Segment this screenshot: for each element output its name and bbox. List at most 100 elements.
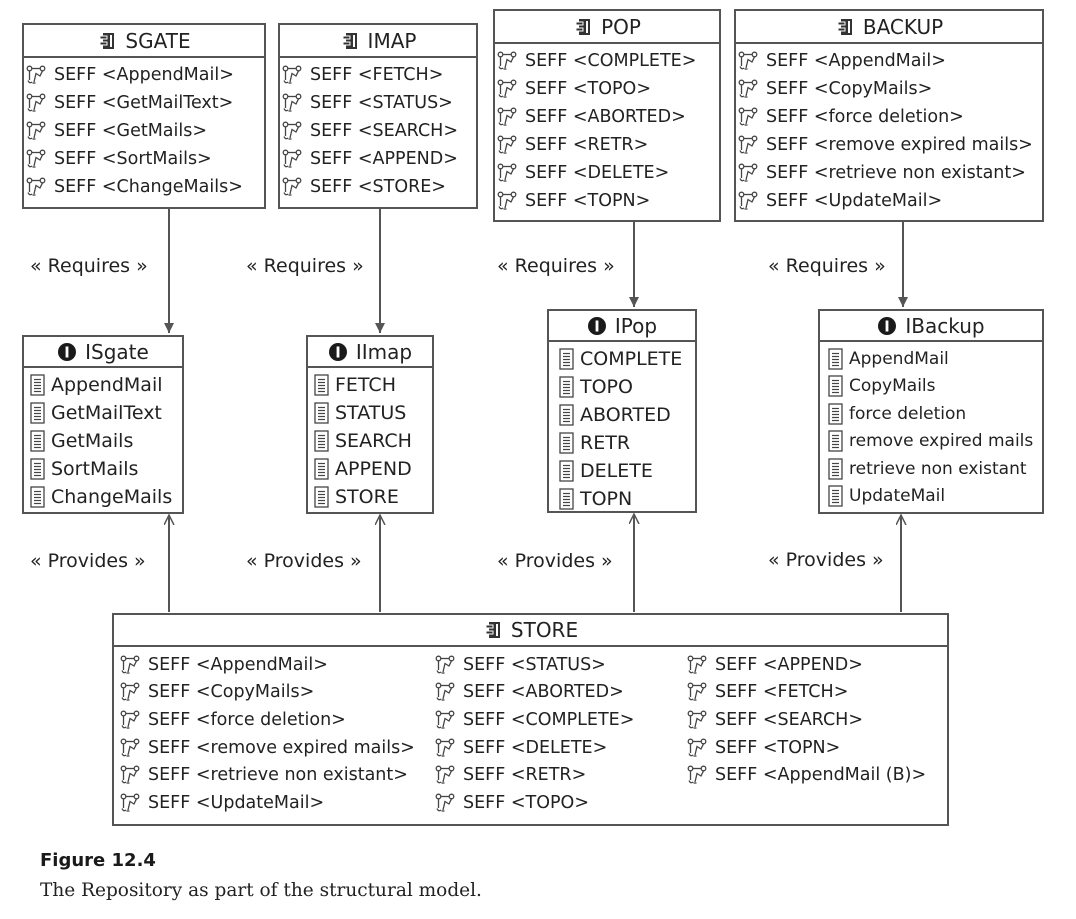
operation-label: retrieve non existant [849, 458, 1027, 479]
seff-label: SEFF <SortMails> [54, 149, 212, 169]
seff-label: SEFF <AppendMail> [766, 51, 946, 71]
seff-label: SEFF <remove expired mails> [148, 737, 415, 758]
seff-icon [433, 709, 457, 731]
seff-item: SEFF <COMPLETE> [433, 706, 634, 734]
seff-item: SEFF <AppendMail (B)> [685, 761, 926, 789]
seff-item: SEFF <GetMails> [24, 117, 264, 145]
component-icon [97, 31, 117, 51]
component-icon [835, 17, 855, 37]
component-name: STORE [510, 618, 579, 642]
seff-item: SEFF <AppendMail> [24, 61, 264, 89]
component-header: IMAP [280, 25, 476, 58]
operation-label: UpdateMail [849, 486, 946, 507]
seff-item: SEFF <STATUS> [433, 651, 634, 679]
operation-item: STORE [314, 483, 432, 511]
seff-label: SEFF <STATUS> [463, 654, 606, 675]
seff-item: SEFF <STATUS> [280, 89, 476, 117]
operation-item: APPEND [314, 455, 432, 483]
operation-label: CopyMails [849, 376, 936, 397]
seff-item: SEFF <AppendMail> [736, 47, 1042, 75]
seff-item: SEFF <CopyMails> [118, 679, 415, 707]
operation-icon [30, 374, 45, 396]
operation-icon [559, 404, 574, 426]
interface-header: IBackup [820, 311, 1042, 342]
seff-item: SEFF <SEARCH> [280, 117, 476, 145]
operation-item: force deletion [828, 400, 1042, 428]
component-pop: POP SEFF <COMPLETE>SEFF <TOPO>SEFF <ABOR… [493, 9, 721, 222]
seff-icon [24, 148, 48, 170]
seff-label: SEFF <ChangeMails> [54, 177, 243, 197]
seff-label: SEFF <GetMailText> [54, 93, 234, 113]
component-icon [340, 31, 360, 51]
operation-icon [30, 402, 45, 424]
seff-item: SEFF <TOPO> [433, 789, 634, 817]
requires-label: « Requires » [30, 255, 148, 277]
operation-icon [30, 430, 45, 452]
operation-item: ChangeMails [30, 483, 182, 511]
seff-label: SEFF <force deletion> [148, 709, 346, 730]
seff-icon [118, 654, 142, 676]
seff-icon [24, 64, 48, 86]
seff-icon [433, 654, 457, 676]
seff-item: SEFF <STORE> [280, 173, 476, 201]
requires-label: « Requires » [768, 255, 886, 277]
interface-icon [587, 316, 607, 336]
seff-item: SEFF <remove expired mails> [736, 131, 1042, 159]
seff-icon [495, 106, 519, 128]
seff-icon [433, 764, 457, 786]
operation-label: STORE [335, 486, 399, 508]
seff-icon [280, 120, 304, 142]
seff-label: SEFF <APPEND> [310, 149, 458, 169]
seff-list: SEFF <FETCH> SEFF <STATUS>SEFF <SEARCH> SE… [280, 58, 476, 201]
seff-icon [24, 92, 48, 114]
operation-item: SEARCH [314, 427, 432, 455]
interface-name: IBackup [905, 313, 985, 338]
operation-label: STATUS [335, 402, 407, 424]
seff-item: SEFF <TOPN> [685, 734, 926, 762]
provides-label: « Provides » [768, 549, 884, 571]
figure-title: Figure 12.4 [40, 850, 156, 871]
operation-icon [314, 430, 329, 452]
operation-label: FETCH [335, 374, 396, 396]
seff-icon [736, 50, 760, 72]
operation-label: AppendMail [849, 348, 949, 369]
interface-name: ISgate [85, 339, 149, 364]
provides-label: « Provides » [30, 550, 146, 572]
operation-item: SortMails [30, 455, 182, 483]
interface-name: IImap [355, 339, 413, 364]
seff-icon [433, 681, 457, 703]
operation-item: retrieve non existant [828, 455, 1042, 483]
seff-label: SEFF <SEARCH> [715, 709, 863, 730]
operation-icon [559, 432, 574, 454]
seff-label: SEFF <DELETE> [463, 737, 608, 758]
seff-item: SEFF <CopyMails> [736, 75, 1042, 103]
seff-icon [280, 92, 304, 114]
operation-icon [314, 374, 329, 396]
seff-label: SEFF <DELETE> [525, 163, 670, 183]
operation-item: TOPO [559, 373, 695, 401]
seff-label: SEFF <ABORTED> [525, 107, 686, 127]
operation-item: remove expired mails [828, 428, 1042, 456]
operation-item: CopyMails [828, 373, 1042, 401]
seff-item: SEFF <UpdateMail> [736, 187, 1042, 215]
seff-icon [433, 792, 457, 814]
seff-item: SEFF <RETR> [433, 761, 634, 789]
seff-label: SEFF <FETCH> [310, 65, 444, 85]
seff-icon [280, 64, 304, 86]
seff-label: SEFF <FETCH> [715, 682, 849, 703]
seff-label: SEFF <GetMails> [54, 121, 208, 141]
seff-item: SEFF <COMPLETE> [495, 47, 719, 75]
operation-icon [828, 403, 843, 425]
seff-icon [280, 176, 304, 198]
seff-icon [685, 681, 709, 703]
provides-label: « Provides » [497, 550, 613, 572]
operation-item: DELETE [559, 457, 695, 485]
seff-label: SEFF <COMPLETE> [525, 51, 697, 71]
seff-item: SEFF <DELETE> [495, 159, 719, 187]
interface-header: IPop [549, 311, 695, 342]
operation-label: TOPO [580, 376, 633, 398]
component-header: BACKUP [736, 11, 1042, 44]
operation-label: RETR [580, 432, 631, 454]
component-name: BACKUP [862, 14, 944, 39]
